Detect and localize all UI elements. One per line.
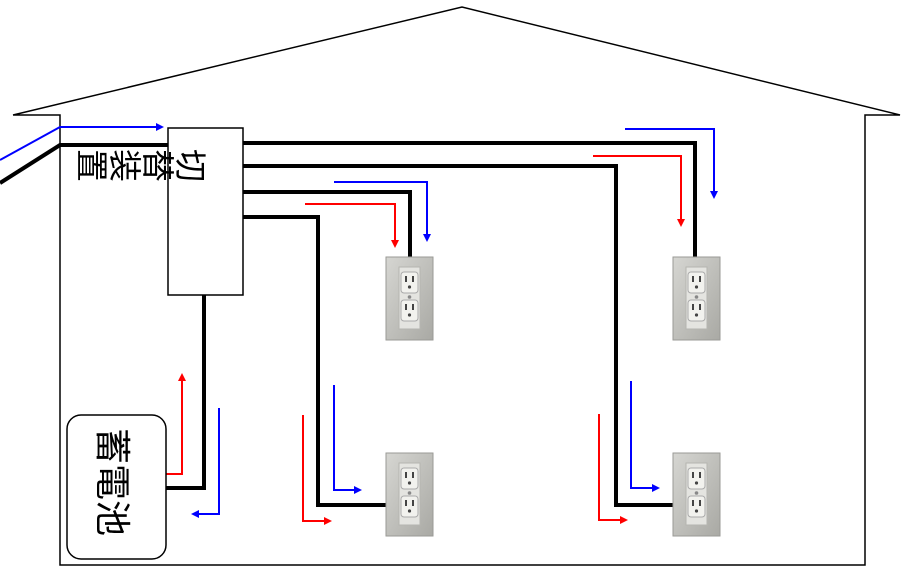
switch-device-label: 切替装置 xyxy=(76,144,208,183)
arrow-blue-top-right xyxy=(625,128,718,199)
battery: 蓄電池 xyxy=(66,414,167,560)
arrow-red-battery-up xyxy=(166,373,186,475)
outlet-bottom-right xyxy=(672,452,721,537)
wires xyxy=(166,141,697,507)
arrow-blue-top-center xyxy=(334,181,431,242)
incoming-line xyxy=(0,123,168,185)
flow-arrows xyxy=(166,128,718,525)
receptacle xyxy=(687,299,706,322)
arrow-blue-bottom-right xyxy=(630,381,660,492)
wire-top-right-outlet xyxy=(243,141,697,260)
switch-device: 切替装置 xyxy=(76,127,244,296)
wire-bottom-center-outlet xyxy=(243,215,386,507)
wire-bottom-right-outlet xyxy=(243,164,673,507)
receptacle xyxy=(400,299,419,322)
receptacle xyxy=(400,495,419,518)
wire-battery xyxy=(166,295,206,490)
incoming-blue-arrow xyxy=(0,123,164,161)
receptacle xyxy=(687,271,706,294)
battery-label: 蓄電池 xyxy=(91,428,132,536)
arrow-red-bottom-right xyxy=(598,414,628,524)
outlet-bottom-center xyxy=(385,452,434,537)
wire-top-center-outlet xyxy=(243,190,412,260)
house-roof xyxy=(12,6,901,566)
house-outline xyxy=(12,6,901,566)
arrow-blue-battery-down xyxy=(191,408,220,518)
receptacle xyxy=(687,495,706,518)
receptacle xyxy=(687,467,706,490)
arrow-red-bottom-center xyxy=(302,415,332,525)
receptacle xyxy=(400,467,419,490)
outlets xyxy=(385,256,721,537)
arrow-blue-bottom-center xyxy=(333,385,362,494)
outlet-top-right xyxy=(672,256,721,341)
arrow-red-top-center xyxy=(305,203,399,248)
outlet-top-center xyxy=(385,256,434,341)
receptacle xyxy=(400,271,419,294)
arrow-red-top-right xyxy=(593,155,685,227)
